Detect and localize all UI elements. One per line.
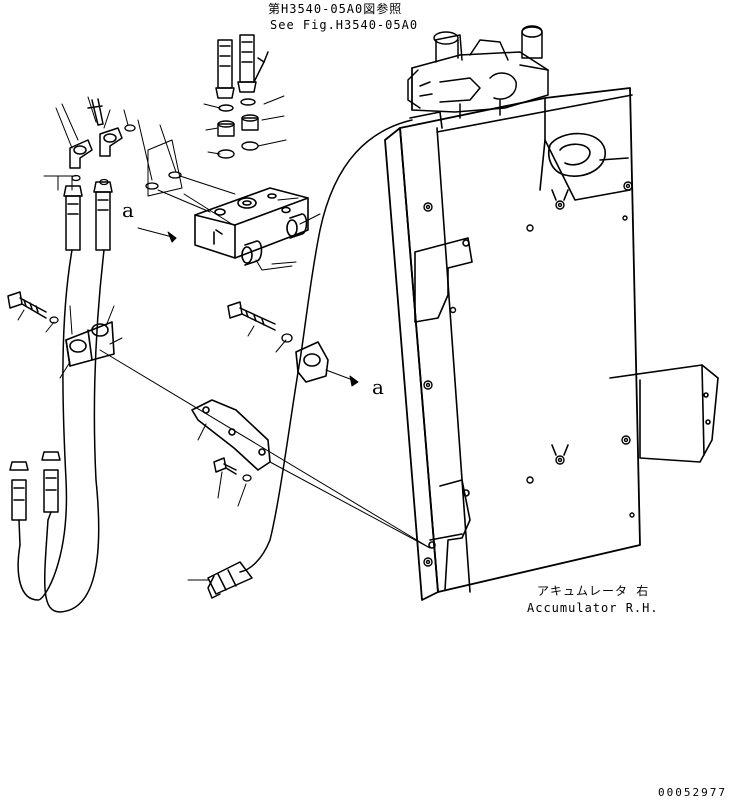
accumulator-label-en: Accumulator R.H. <box>527 601 659 615</box>
washer-icon <box>281 333 293 343</box>
section-marker-a-return: a <box>372 375 384 399</box>
elbow-fitting-icon <box>69 98 123 169</box>
hose-clamp-icon <box>295 341 329 383</box>
washer-icon <box>71 124 136 186</box>
o-ring-icon <box>145 171 182 190</box>
hydraulic-hose-icon <box>207 119 413 599</box>
leader-lines <box>17 95 431 581</box>
hose-clamp-icon <box>65 321 115 367</box>
accumulator-housing-icon <box>384 87 719 601</box>
reference-label-jp: 第H3540-05A0図参照 <box>268 2 403 16</box>
adapter-fitting-icon <box>217 98 259 159</box>
part-number: 00052977 <box>658 786 727 799</box>
mounting-bracket-icon <box>191 399 271 471</box>
hydraulic-hose-icon <box>215 34 269 99</box>
valve-assembly-icon <box>407 25 549 119</box>
valve-block-icon <box>194 187 309 266</box>
reference-label-en: See Fig.H3540-05A0 <box>270 18 419 32</box>
bolt-icon <box>227 301 276 331</box>
section-marker-a: a <box>122 198 134 222</box>
washer-icon <box>49 316 59 324</box>
accumulator-label-jp: アキュムレータ 右 <box>537 584 650 598</box>
bolt-icon <box>213 457 237 475</box>
bolt-icon <box>7 291 47 319</box>
washer-icon <box>242 474 252 482</box>
hydraulic-hose-icon <box>9 181 113 613</box>
